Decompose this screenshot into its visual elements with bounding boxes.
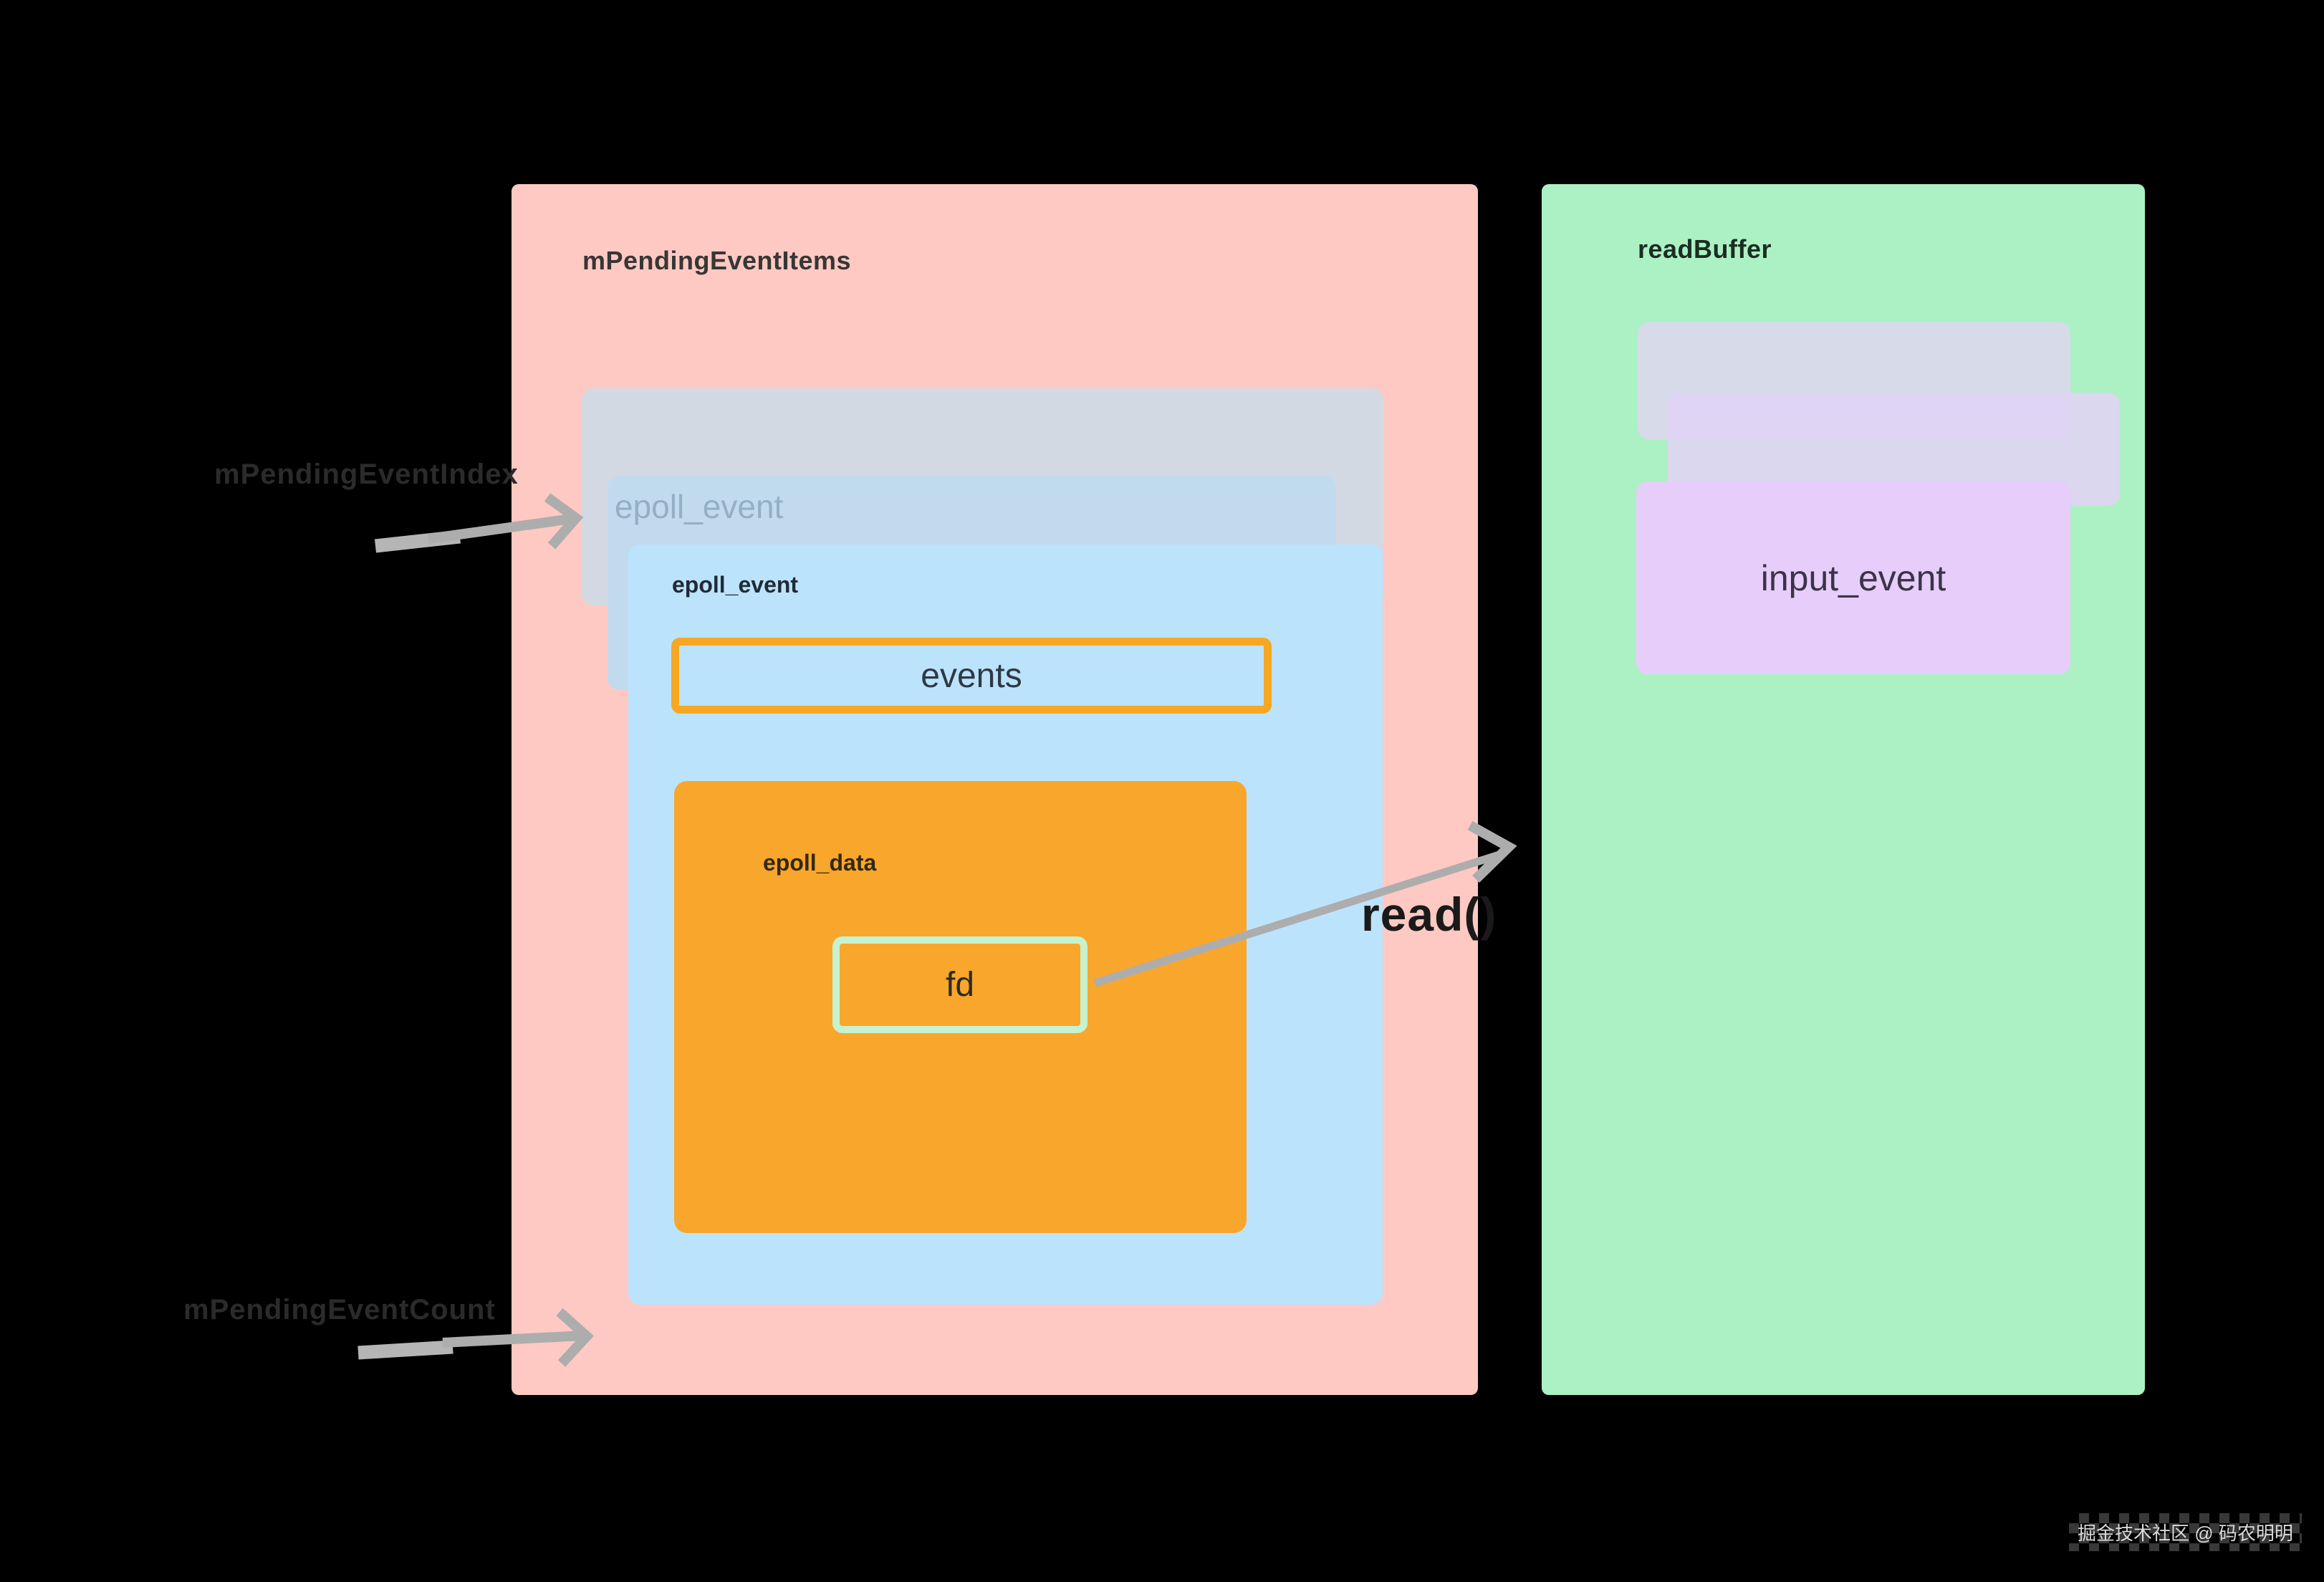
epoll-event-card-front: epoll_event events epoll_data fd (628, 545, 1383, 1305)
pending-event-items-panel: mPendingEventItems epoll_event epoll_eve… (512, 184, 1478, 1395)
read-call-label: read() (1361, 888, 1497, 941)
epoll-event-card-middle-label: epoll_event (615, 488, 784, 525)
epoll-event-card-front-label: epoll_event (672, 572, 799, 598)
epoll-data-label: epoll_data (763, 850, 877, 876)
epoll-data-box: epoll_data fd (674, 781, 1247, 1233)
events-field-label: events (921, 656, 1022, 695)
input-event-label: input_event (1760, 557, 1946, 598)
fd-field-label: fd (945, 966, 975, 1004)
input-event-card-front: input_event (1636, 481, 2070, 674)
pending-count-label: mPendingEventCount (183, 1294, 496, 1325)
watermark: 掘金技术社区 @ 码农明明 (2069, 1513, 2302, 1551)
events-field-box: events (671, 638, 1272, 714)
pending-panel-title: mPendingEventItems (582, 246, 852, 275)
read-buffer-panel: readBuffer input_event (1542, 184, 2145, 1395)
fd-field-box: fd (832, 936, 1087, 1033)
pending-index-label: mPendingEventIndex (214, 459, 519, 490)
read-buffer-title: readBuffer (1638, 234, 1772, 264)
